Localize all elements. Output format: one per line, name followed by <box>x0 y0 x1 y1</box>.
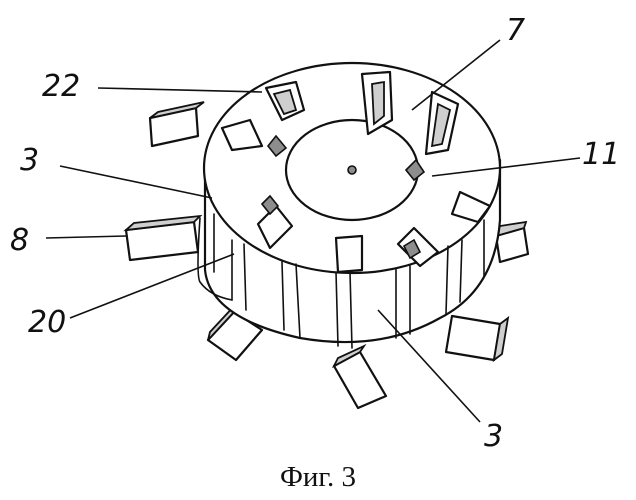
leader-3-top <box>60 166 212 198</box>
radial-bar-back-right <box>496 222 528 262</box>
rotor-body <box>198 63 500 348</box>
radial-bar-bottom <box>334 346 386 408</box>
radial-bar-right <box>446 316 508 360</box>
ref-label-20: 20 <box>28 305 66 340</box>
ref-label-22: 22 <box>42 69 80 104</box>
figure-caption: Фиг. 3 <box>280 461 356 493</box>
ref-label-3-top: 3 <box>20 143 39 178</box>
leader-22 <box>98 88 262 92</box>
ref-label-3-bottom: 3 <box>484 419 503 454</box>
ref-label-11: 11 <box>582 137 620 172</box>
leader-8 <box>46 236 126 238</box>
ref-label-8: 8 <box>10 223 29 258</box>
radial-bar-back-left <box>150 102 204 146</box>
radial-bar-left <box>126 216 200 260</box>
ref-label-7: 7 <box>506 13 525 48</box>
